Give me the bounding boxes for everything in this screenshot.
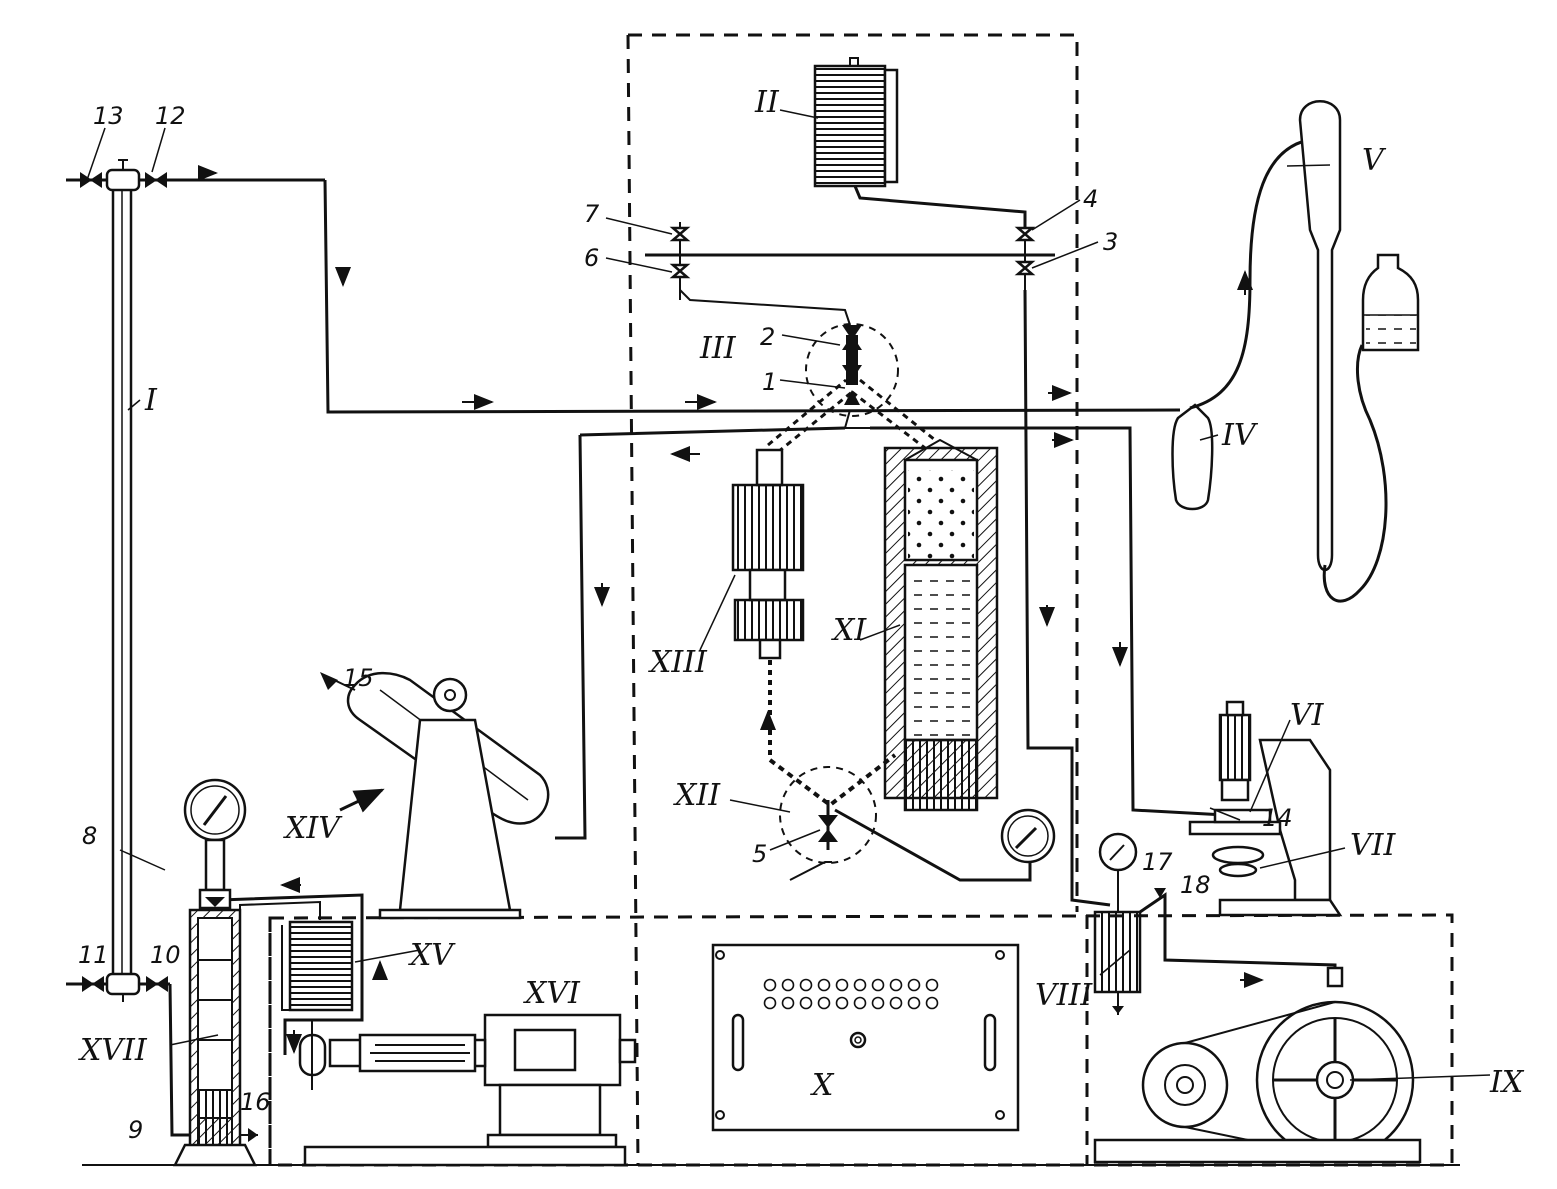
- panel-indicator-lamp: [907, 996, 921, 1010]
- apparatus-VI-VII: [1188, 700, 1346, 917]
- label-XI: XI: [831, 613, 867, 648]
- flow-arrows: [198, 165, 1264, 1054]
- label-11: 11: [78, 941, 109, 969]
- label-9: 9: [128, 1116, 143, 1144]
- panel-indicator-lamp: [889, 996, 903, 1010]
- panel-indicator-lamp: [835, 978, 849, 992]
- label-XII: XII: [673, 778, 721, 813]
- label-VII: VII: [1350, 828, 1397, 863]
- control-panel-X: [711, 943, 1020, 1132]
- valve-rail: [645, 222, 1111, 907]
- label-1: 1: [762, 368, 777, 396]
- panel-indicator-lamp: [763, 978, 777, 992]
- panel-indicator-lamp: [871, 978, 885, 992]
- pipe-second-rail: [579, 426, 1226, 817]
- labels: I II III IV V VI VII VIII IX X XI XII XI…: [78, 85, 1525, 1144]
- panel-indicator-lamp: [799, 978, 813, 992]
- label-6: 6: [584, 244, 599, 272]
- panel-indicator-lamp: [853, 978, 867, 992]
- label-XIII: XIII: [648, 645, 708, 680]
- dashed-enclosures: [268, 33, 1454, 1167]
- vessel-XI: [859, 438, 999, 812]
- label-II: II: [754, 85, 780, 120]
- leader-lines: [86, 109, 1331, 976]
- gas-cylinder-XIV: [320, 671, 550, 920]
- label-VIII: VIII: [1035, 978, 1093, 1013]
- label-17: 17: [1142, 848, 1173, 876]
- panel-indicator-lamp: [817, 978, 831, 992]
- label-10: 10: [150, 941, 181, 969]
- tube-column-I: [66, 168, 325, 996]
- pump-XVI: [298, 1013, 637, 1167]
- cylinder-II: [813, 57, 1027, 228]
- vessel-VIII: [1093, 832, 1344, 1015]
- label-V: V: [1362, 143, 1387, 178]
- column-XIII: [699, 448, 805, 760]
- label-13: 13: [93, 102, 124, 130]
- panel-indicator-lamp: [871, 996, 885, 1010]
- panel-indicator-lamp: [781, 996, 795, 1010]
- pump-IX: [1093, 1000, 1491, 1164]
- panel-indicator-lamp: [835, 996, 849, 1010]
- label-X: X: [810, 1068, 835, 1103]
- panel-indicator-lamp: [763, 996, 777, 1010]
- label-4: 4: [1083, 185, 1098, 213]
- pipe-top-left: [323, 179, 1181, 414]
- valve-cluster-XII: [729, 753, 1032, 882]
- valve-cluster-III: [767, 323, 936, 454]
- panel-indicator-lamp: [925, 978, 939, 992]
- label-3: 3: [1103, 228, 1118, 256]
- label-XVII: XVII: [78, 1033, 148, 1068]
- panel-indicator-lamp: [853, 996, 867, 1010]
- label-18: 18: [1180, 871, 1211, 899]
- panel-indicator-lamp: [817, 996, 831, 1010]
- panel-indicator-lamp: [781, 978, 795, 992]
- label-7: 7: [584, 200, 600, 228]
- label-XV: XV: [408, 938, 456, 973]
- label-XVI: XVI: [523, 976, 581, 1011]
- label-VI: VI: [1290, 698, 1325, 733]
- label-15: 15: [343, 664, 374, 692]
- panel-indicator-lamp: [907, 978, 921, 992]
- pipe-to-XIV: [555, 434, 587, 840]
- label-8: 8: [82, 822, 97, 850]
- label-IX: IX: [1489, 1065, 1525, 1100]
- label-12: 12: [155, 102, 186, 130]
- panel-indicator-lamp: [925, 996, 939, 1010]
- panel-indicator-lamp: [799, 996, 813, 1010]
- label-14: 14: [1262, 804, 1293, 832]
- vessel-XVII: [168, 778, 258, 1167]
- flask-IV: [1171, 138, 1309, 511]
- label-5: 5: [752, 840, 767, 868]
- label-IV: IV: [1221, 418, 1259, 453]
- valves-tube-I: [80, 159, 168, 1002]
- label-XIV: XIV: [283, 811, 343, 846]
- gauge-center: [1000, 808, 1056, 864]
- burette-V: [1298, 100, 1388, 603]
- unit-XV: [219, 893, 421, 1055]
- label-2: 2: [760, 323, 775, 351]
- label-I: I: [144, 383, 158, 418]
- label-16: 16: [240, 1088, 271, 1116]
- panel-indicator-lamp: [889, 978, 903, 992]
- reservoir-bottle: [1361, 253, 1420, 352]
- label-III: III: [699, 331, 737, 366]
